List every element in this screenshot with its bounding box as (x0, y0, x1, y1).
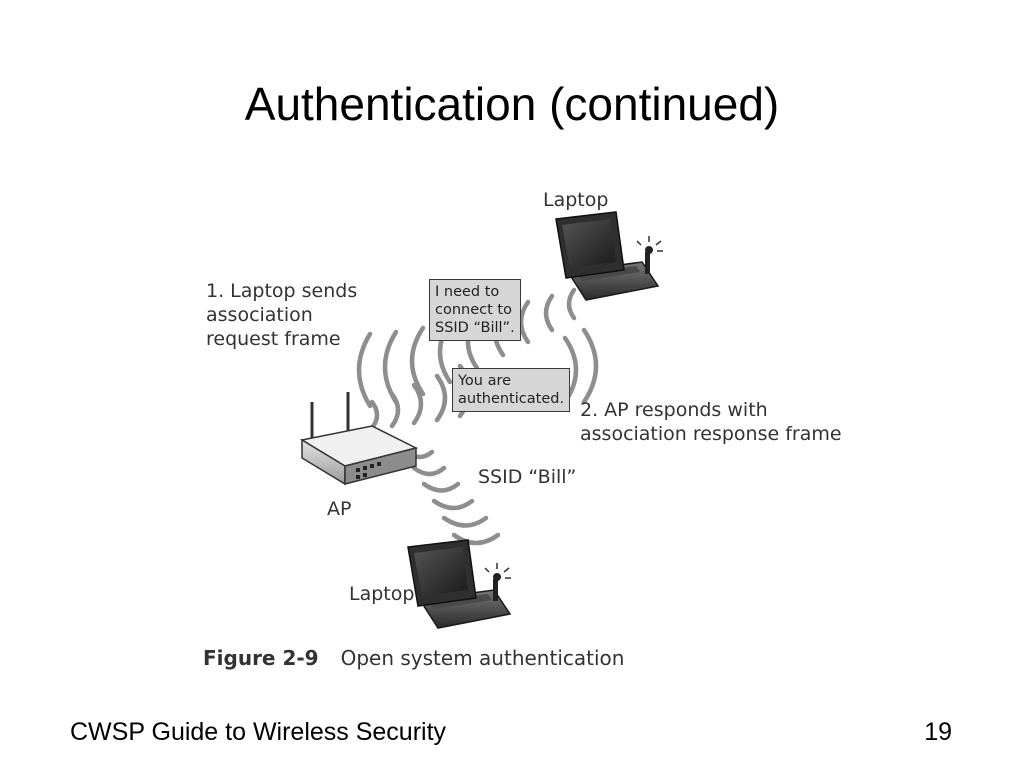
page-number: 19 (924, 718, 952, 746)
figure-caption: Figure 2-9 Open system authentication (203, 646, 624, 670)
figure-caption-text: Open system authentication (340, 646, 625, 670)
response-line1: You are (458, 373, 512, 389)
step2-line1: 2. AP responds with (580, 399, 768, 421)
access-point-icon (299, 392, 419, 486)
step1-line1: 1. Laptop sends (206, 280, 358, 302)
ap-label: AP (327, 498, 352, 520)
association-response-message: You are authenticated. (452, 368, 571, 412)
laptop-top-label: Laptop (543, 189, 609, 211)
footer-title: CWSP Guide to Wireless Security (70, 718, 447, 746)
request-line1: I need to (435, 284, 500, 300)
response-line2: authenticated. (458, 391, 565, 407)
ssid-label: SSID “Bill” (478, 466, 577, 488)
ssid-signal-waves (403, 449, 501, 546)
step1-line3: request frame (206, 328, 341, 350)
laptop-icon (407, 539, 512, 629)
step2-line2: association response frame (580, 423, 842, 445)
slide-title: Authentication (continued) (244, 78, 780, 130)
laptop-bottom-label: Laptop (349, 583, 415, 605)
request-line2: connect to (435, 302, 512, 318)
laptop-icon (555, 211, 663, 301)
figure-number: Figure 2-9 (203, 646, 319, 670)
step1-line2: association (206, 304, 313, 326)
association-request-message: I need to connect to SSID “Bill”. (429, 279, 521, 341)
request-line3: SSID “Bill”. (435, 320, 515, 336)
